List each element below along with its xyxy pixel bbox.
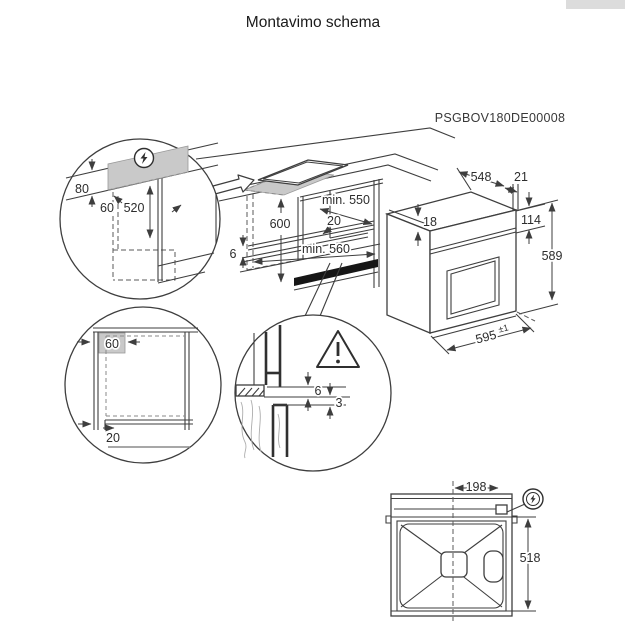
cavity-outline [396,520,507,612]
dim-label-oven-114: 114 [521,213,541,227]
cavity-center-plate [440,551,468,578]
dim-label-niche-20: 20 [327,214,341,228]
dim-label-niche-560: min. 560 [302,242,350,256]
dim-label-niche-600: 600 [270,217,291,231]
dim-label-topview-198: 198 [466,480,487,494]
dim-label-oven-548: 548 [471,170,492,184]
detail-circle-section: 6 3 [234,314,392,472]
dim-label-oven-18: 18 [423,215,437,229]
wood-grain [240,401,247,459]
vent-strip [294,259,378,286]
dim-label-electrical-60: 60 [100,201,114,215]
dim-label-electrical-520: 520 [124,201,145,215]
dim-label-topview-518: 518 [520,551,541,565]
oven-front-face [429,209,517,334]
dim-label-oven-589: 589 [542,249,563,263]
cooktop-frame-inner [262,161,344,184]
dim-label-oven-21: 21 [514,170,528,184]
oven-top-view: 198 518 [385,478,544,621]
dim-label-plan-20: 20 [106,431,120,445]
magnifier-arrow [212,174,255,195]
oven-isometric-view: 18 548 21 114 589 595 ±1 [384,167,564,355]
dim-label-electrical-80: 80 [75,182,89,196]
cable-exit-box [495,504,508,515]
cooktop-cutout [243,159,349,196]
dim-label-oven-595-tolerance: ±1 [497,322,509,334]
detail-circle-plan: 60 20 [64,306,222,464]
cavity-fan-housing [483,550,504,583]
detail-circle-electrical: 80 60 520 [59,138,221,300]
part-number: PSGBOV180DE00008 [435,111,566,125]
warning-triangle-icon [316,330,360,368]
scrollbar-fragment [566,0,625,9]
page-title: Montavimo schema [246,14,381,31]
dim-label-plan-60: 60 [105,337,119,351]
lightning-icon-electrical [133,147,155,169]
dim-label-niche-550: min. 550 [322,193,370,207]
callout-leader [304,262,343,317]
cooktop-frame-outer [257,159,349,186]
dim-label-section-6: 6 [315,384,322,398]
lightning-icon-topview [522,488,544,510]
dim-label-oven-595: 595 [474,328,498,347]
dim-label-niche-6: 6 [230,247,237,261]
oven-left-face [386,213,431,334]
connection-box [107,145,189,191]
oven-door-window [446,256,500,320]
dim-label-section-3: 3 [336,396,343,410]
